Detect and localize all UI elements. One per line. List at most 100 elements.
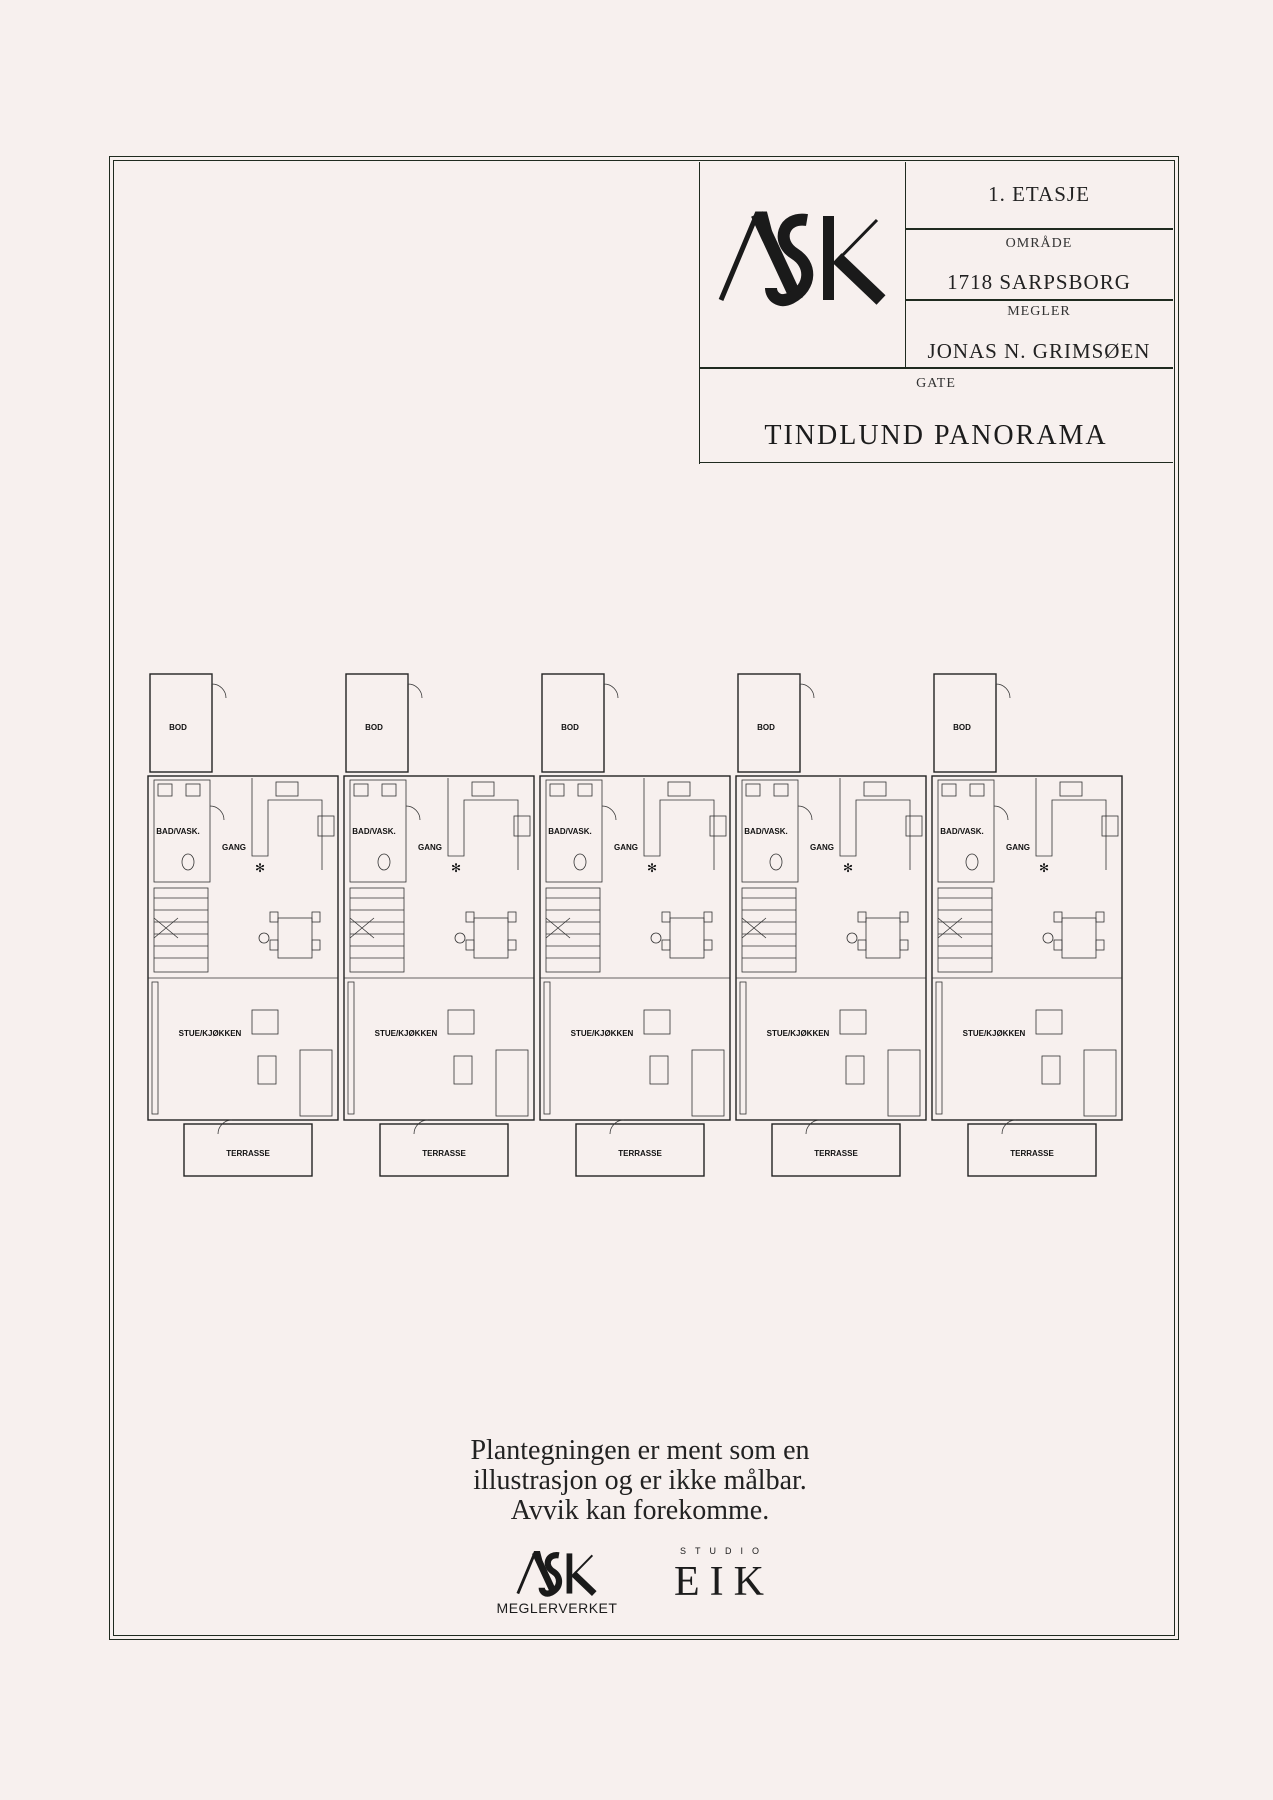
bath-room [937, 779, 995, 883]
toilet-icon [181, 853, 195, 871]
room-label-storage: BOD [953, 723, 971, 732]
street-label: GATE [916, 376, 956, 391]
kitchen-sink-icon [863, 781, 887, 797]
terrace [967, 1123, 1097, 1177]
storage-room [737, 673, 801, 773]
sofa-icon [495, 1049, 529, 1117]
dining-table [473, 917, 509, 959]
staircase [741, 887, 797, 973]
kitchen-sink-icon [1059, 781, 1083, 797]
room-label-storage: BOD [169, 723, 187, 732]
door-swing [799, 674, 815, 699]
room-label-storage: BOD [561, 723, 579, 732]
room-label-living: STUE/KJØKKEN [179, 1029, 242, 1038]
storage-room [541, 673, 605, 773]
sofa-icon [299, 1049, 333, 1117]
bath-room [741, 779, 799, 883]
chair-icon [1053, 911, 1063, 923]
meglerverket-logo: MEGLERVERKET [492, 1546, 622, 1618]
room-label-living: STUE/KJØKKEN [963, 1029, 1026, 1038]
door-swing [609, 1119, 625, 1135]
terrace [771, 1123, 901, 1177]
eik-text: EIK [674, 1559, 774, 1605]
unit-outline [539, 775, 731, 1121]
dining-table [865, 917, 901, 959]
room-label-living: STUE/KJØKKEN [375, 1029, 438, 1038]
kitchen-counter [447, 778, 519, 870]
storage-room [933, 673, 997, 773]
floor-plan: BODBAD/VASK.GANG✻STUE/KJØKKENTERRASSEBOD… [147, 673, 1123, 1177]
chair-icon [454, 932, 466, 944]
sink-icon [381, 783, 397, 797]
sink-icon [157, 783, 173, 797]
window [935, 981, 943, 1115]
dining-table [277, 917, 313, 959]
window [739, 981, 747, 1115]
kitchen-counter [839, 778, 911, 870]
room-label-storage: BOD [365, 723, 383, 732]
chair-icon [703, 939, 713, 951]
door-swing [217, 1119, 233, 1135]
kitchen-counter [251, 778, 323, 870]
staircase [937, 887, 993, 973]
room-label-terrace: TERRASSE [422, 1149, 466, 1158]
door-swing [1001, 1119, 1017, 1135]
kitchen-counter [1035, 778, 1107, 870]
chair-icon [703, 911, 713, 923]
chair-icon [857, 911, 867, 923]
chair-icon [507, 939, 517, 951]
broker-label: MEGLER [1007, 304, 1071, 319]
stair-mark [937, 917, 963, 939]
room-label-hall: GANG [222, 843, 246, 852]
chair-icon [857, 939, 867, 951]
armchair-icon [839, 1009, 867, 1035]
chair-icon [465, 911, 475, 923]
dining-table [1061, 917, 1097, 959]
window [347, 981, 355, 1115]
chair-icon [899, 911, 909, 923]
street-value: TINDLUND PANORAMA [764, 420, 1108, 451]
room-label-bath: BAD/VASK. [352, 827, 395, 836]
chair-icon [269, 939, 279, 951]
studio-eik-logo: STUDIO EIK [668, 1546, 780, 1606]
sofa-icon [1083, 1049, 1117, 1117]
terrace [379, 1123, 509, 1177]
toilet-icon [573, 853, 587, 871]
chair-icon [311, 939, 321, 951]
door-swing [211, 674, 227, 699]
kitchen-sink-icon [471, 781, 495, 797]
armchair-icon [1035, 1009, 1063, 1035]
title-block: 1. ETASJE OMRÅDE 1718 SARPSBORG MEGLER J… [699, 162, 1173, 464]
coffee-table [649, 1055, 669, 1085]
floor-label: 1. ETASJE [988, 182, 1090, 206]
fridge-icon: ✻ [255, 861, 265, 875]
chair-icon [465, 939, 475, 951]
staircase [153, 887, 209, 973]
room-label-terrace: TERRASSE [1010, 1149, 1054, 1158]
meglerverket-text: MEGLERVERKET [496, 1600, 618, 1616]
toilet-icon [377, 853, 391, 871]
chair-icon [661, 911, 671, 923]
area-label: OMRÅDE [1005, 236, 1073, 251]
chair-icon [1095, 911, 1105, 923]
stair-mark [349, 917, 375, 939]
dining-table [669, 917, 705, 959]
room-label-terrace: TERRASSE [618, 1149, 662, 1158]
page-frame [113, 160, 1175, 1636]
armchair-icon [251, 1009, 279, 1035]
fridge-icon: ✻ [647, 861, 657, 875]
unit-outline [735, 775, 927, 1121]
bath-room [153, 779, 211, 883]
toilet-icon [965, 853, 979, 871]
terrace [183, 1123, 313, 1177]
door-swing [603, 674, 619, 699]
chair-icon [650, 932, 662, 944]
chair-icon [899, 939, 909, 951]
chair-icon [507, 911, 517, 923]
disclaimer-line: Avvik kan forekomme. [510, 1495, 770, 1526]
